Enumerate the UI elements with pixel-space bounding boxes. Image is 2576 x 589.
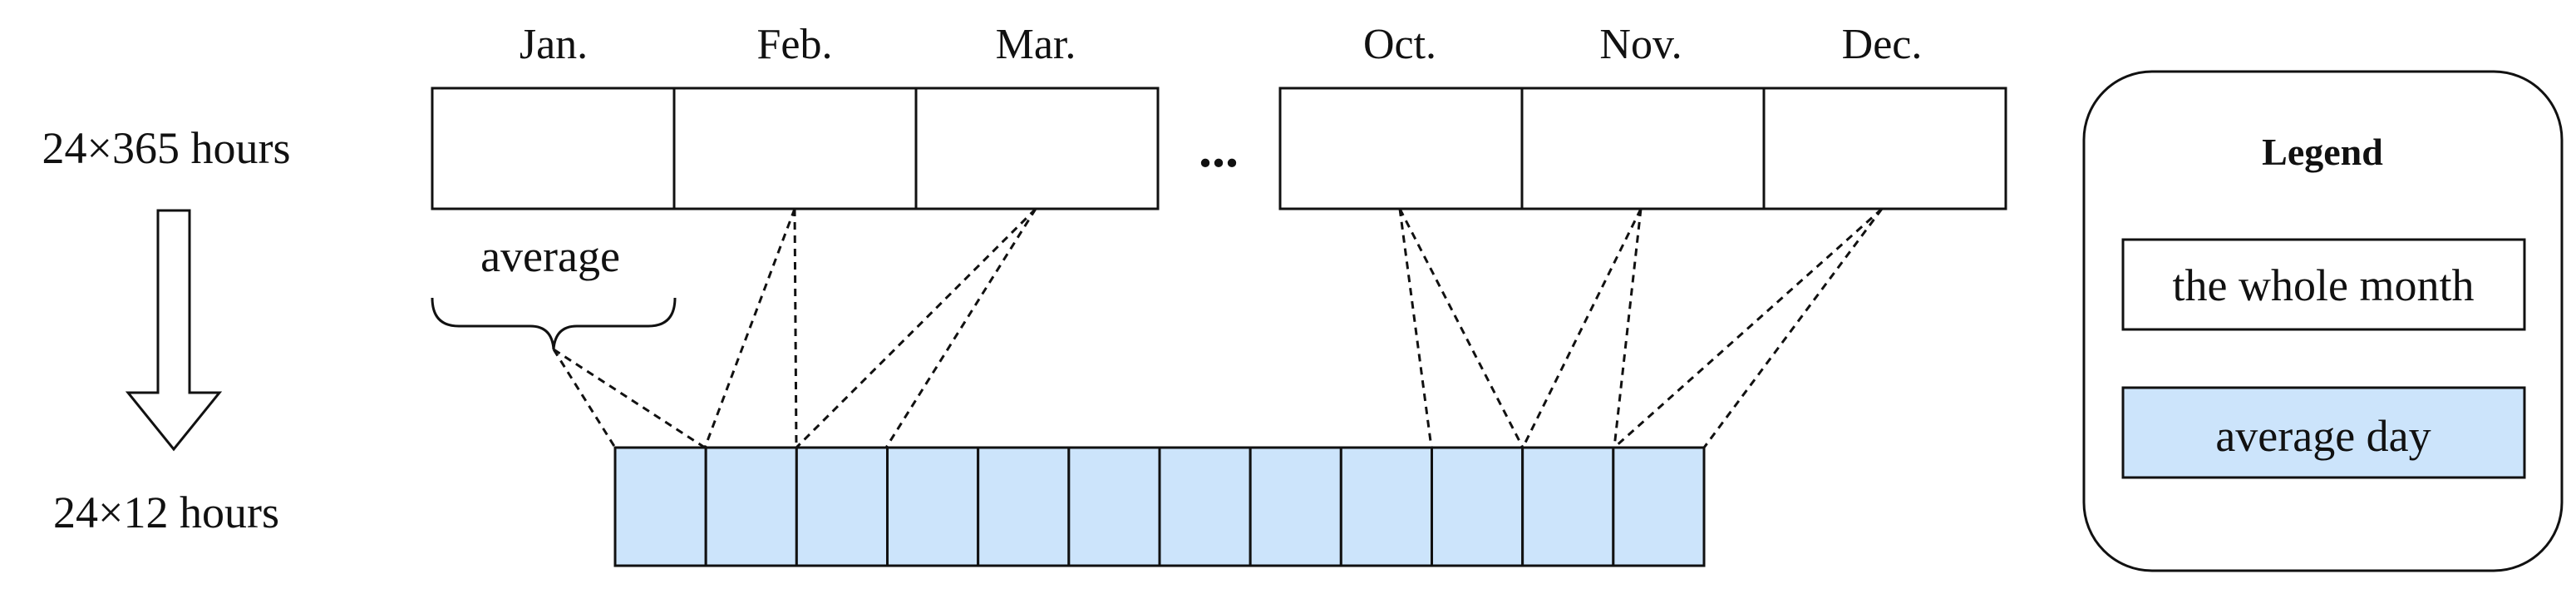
whole-month-row-left	[431, 87, 1160, 210]
month-label-nov: Nov.	[1599, 21, 1682, 68]
down-arrow-icon	[125, 209, 223, 452]
connector-oct-2	[1398, 208, 1524, 448]
whole-month-row-right	[1278, 87, 2007, 210]
connector-feb-2	[793, 208, 798, 448]
average-label: average	[480, 231, 620, 281]
average-day-cell-6	[1067, 446, 1161, 567]
ellipsis: ...	[1199, 119, 1239, 178]
connector-mar-2	[884, 208, 1037, 448]
legend: Legend the whole month average day	[2082, 70, 2564, 572]
connector-dec-1	[1613, 207, 1883, 449]
average-day-cell-1	[613, 446, 707, 567]
average-day-cell-3	[795, 446, 889, 567]
month-box-feb	[672, 87, 918, 210]
legend-swatch-average-day	[2121, 386, 2526, 479]
legend-title: Legend	[2262, 131, 2383, 173]
average-day-cell-5	[977, 446, 1071, 567]
connector-nov-2	[1613, 208, 1643, 448]
average-day-cell-2	[704, 446, 798, 567]
hours-per-month-label: 24×12 hours	[53, 488, 279, 537]
month-box-dec	[1762, 87, 2007, 210]
average-day-cell-8	[1249, 446, 1342, 567]
connector-feb-1	[703, 208, 796, 448]
dashed-connectors	[552, 207, 1884, 449]
legend-label-whole-month: the whole month	[2173, 260, 2475, 310]
month-label-oct: Oct.	[1363, 21, 1436, 68]
month-label-jan: Jan.	[520, 21, 588, 68]
legend-label-average-day: average day	[2215, 411, 2431, 461]
connector-mar-1	[795, 207, 1037, 449]
average-day-cell-9	[1339, 446, 1434, 567]
average-day-cell-12	[1612, 446, 1706, 567]
connector-dec-2	[1702, 208, 1884, 448]
connector-jan-1	[552, 349, 617, 448]
month-box-oct	[1278, 87, 1524, 210]
month-label-dec: Dec.	[1842, 21, 1923, 68]
month-label-mar: Mar.	[996, 21, 1076, 68]
month-box-mar	[914, 87, 1160, 210]
connector-jan-2	[553, 348, 706, 449]
connector-oct-1	[1398, 208, 1433, 448]
month-box-nov	[1520, 87, 1766, 210]
month-box-jan	[431, 87, 676, 210]
month-label-feb: Feb.	[757, 21, 833, 68]
average-day-cell-7	[1158, 446, 1252, 567]
average-day-cell-11	[1521, 446, 1615, 567]
curly-brace-icon	[431, 297, 677, 350]
connector-nov-1	[1521, 208, 1643, 448]
legend-swatch-whole-month	[2121, 238, 2526, 331]
average-day-row	[613, 446, 1706, 567]
hours-per-year-label: 24×365 hours	[42, 123, 291, 173]
average-day-cell-4	[886, 446, 980, 567]
average-day-cell-10	[1431, 446, 1524, 567]
